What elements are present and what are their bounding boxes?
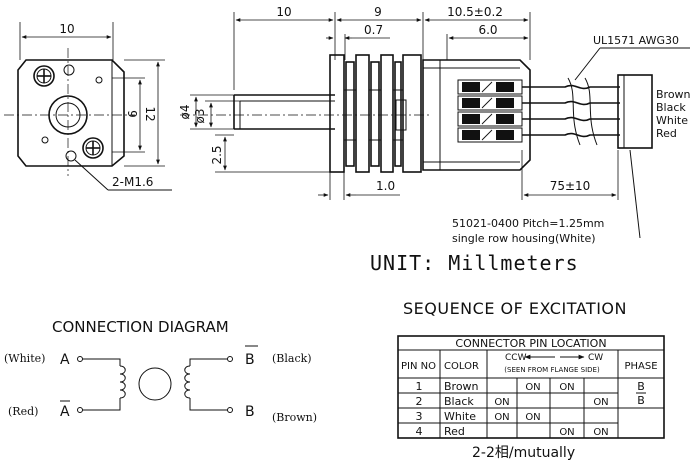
col-phase-header: PHASE (624, 361, 657, 372)
row4-pin: 4 (416, 425, 423, 438)
row2-color: Black (444, 395, 474, 408)
row2-step4: ON (593, 397, 608, 408)
left-top-pin: A (60, 352, 70, 368)
connection-diagram: CONNECTION DIAGRAM (White) A (Red) A B (… (4, 318, 317, 424)
left-top-color: (White) (4, 352, 45, 365)
row1-step3: ON (559, 382, 574, 393)
row4-color: Red (444, 425, 465, 438)
housing-spec-line2: single row housing(White) (452, 232, 596, 245)
side-view: 10 9 10.5±0.2 0.7 6.0 ø4 ø3 2.5 (178, 5, 691, 245)
seen-from-label: (SEEN FROM FLANGE SIDE) (504, 366, 600, 374)
unit-label: UNIT: Millmeters (370, 251, 579, 275)
right-bottom-pin: B (245, 404, 255, 420)
cw-label: CW (588, 353, 603, 363)
pcb-pads (457, 79, 523, 143)
screw-top-left (33, 65, 55, 87)
right-top-pin: B (245, 352, 255, 368)
ccw-label: CCW (505, 353, 527, 363)
sequence-title: SEQUENCE OF EXCITATION (403, 299, 627, 318)
motor-inner-dim: 6.0 (478, 23, 497, 37)
front-view: 10 9 1 (4, 22, 172, 191)
front-outer-dim: 12 (143, 106, 157, 121)
row1-step2: ON (525, 382, 540, 393)
gearbox-inner-dim: 0.7 (364, 23, 383, 37)
table-header: CONNECTOR PIN LOCATION (455, 337, 606, 350)
row2-pin: 2 (416, 395, 423, 408)
right-top-color: (Black) (272, 352, 312, 365)
row1-color: Brown (444, 380, 479, 393)
row4-step4: ON (593, 427, 608, 438)
screw-callout: 2-M1.6 (112, 175, 153, 189)
left-bottom-pin: A (60, 404, 70, 420)
row4-step3: ON (559, 427, 574, 438)
row2-step1: ON (494, 397, 509, 408)
wire-color-brown: Brown (656, 88, 691, 101)
phase-row2: B (637, 394, 645, 407)
lead-length-dim: 75±10 (550, 179, 591, 193)
housing-spec-line1: 51021-0400 Pitch=1.25mm (452, 217, 604, 230)
front-width-dim: 10 (59, 22, 74, 36)
shaft-outer-diameter: ø4 (178, 105, 192, 120)
front-inner-dim: 9 (125, 110, 139, 118)
screw-bottom-right (82, 137, 104, 159)
shaft-length-dim: 10 (276, 5, 291, 19)
phase-row1: B (637, 380, 645, 393)
cable-spec: UL1571 AWG30 (593, 34, 679, 47)
row3-step2: ON (525, 412, 540, 423)
row1-pin: 1 (416, 380, 423, 393)
wire-color-red: Red (656, 127, 677, 140)
col-color-header: COLOR (444, 361, 479, 372)
motor-length-dim: 10.5±0.2 (447, 5, 503, 19)
row3-step1: ON (494, 412, 509, 423)
connection-title: CONNECTION DIAGRAM (52, 318, 229, 336)
gearbox-length-dim: 9 (374, 5, 382, 19)
flat-height-dim: 2.5 (210, 145, 224, 164)
wire-color-black: Black (656, 101, 686, 114)
excitation-footer: 2-2相/mutually (472, 445, 575, 461)
flange-thickness-dim: 1.0 (376, 179, 395, 193)
wire-color-white: White (656, 114, 688, 127)
col-pin-header: PIN NO (401, 361, 436, 372)
row3-color: White (444, 410, 476, 423)
sequence-table: SEQUENCE OF EXCITATION CONNECTOR PIN LOC… (397, 299, 665, 461)
right-bottom-color: (Brown) (272, 411, 317, 424)
rotor-symbol (138, 367, 172, 401)
row3-pin: 3 (416, 410, 423, 423)
left-bottom-color: (Red) (8, 405, 38, 418)
shaft-inner-diameter: ø3 (193, 109, 207, 124)
